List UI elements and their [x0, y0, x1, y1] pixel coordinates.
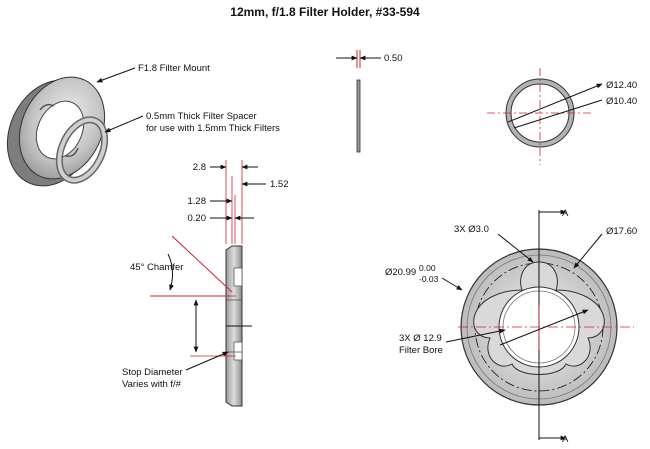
- spacer-leader: [104, 115, 144, 133]
- section-label-top: A: [562, 208, 569, 219]
- dim-ring-outer: Ø12.40: [606, 80, 637, 91]
- label-chamfer: 45° Chamfer: [130, 262, 183, 273]
- label-mount: F1.8 Filter Mount: [138, 63, 210, 74]
- mount-leader: [96, 67, 136, 83]
- dim-front-outer: Ø17.60: [606, 226, 637, 237]
- dim-front-tol-lower: -0.03: [419, 274, 439, 284]
- dim-front-body: Ø20.99: [385, 267, 416, 278]
- isometric-mount: [6, 76, 106, 187]
- label-stop-2: Varies with f/#: [122, 379, 182, 390]
- isometric-spacer: [55, 116, 109, 184]
- spacer-side-view: [336, 50, 381, 153]
- label-bore-1: 3X Ø 12.9: [399, 333, 442, 344]
- side-section-view: [150, 160, 266, 407]
- dim-side-2-8: 2.8: [193, 162, 206, 173]
- dim-front-holes: 3X Ø3.0: [454, 224, 489, 235]
- front-view: [441, 209, 634, 441]
- label-spacer-1: 0.5mm Thick Filter Spacer: [146, 111, 257, 122]
- dim-side-1-52: 1.52: [270, 179, 289, 190]
- dim-spacer-thickness: 0.50: [384, 53, 403, 64]
- label-spacer-2: for use with 1.5mm Thick Filters: [146, 123, 280, 134]
- dim-front-tol-upper: 0.00: [419, 263, 436, 273]
- ring-front-view: [487, 68, 603, 165]
- section-label-bottom: A: [562, 434, 569, 445]
- label-bore-2: Filter Bore: [399, 345, 443, 356]
- dim-ring-inner: Ø10.40: [606, 96, 637, 107]
- label-stop-1: Stop Diameter: [122, 367, 183, 378]
- dim-side-1-28: 1.28: [188, 196, 207, 207]
- page-title: 12mm, f/1.8 Filter Holder, #33-594: [230, 5, 420, 19]
- dim-side-0-20: 0.20: [188, 213, 207, 224]
